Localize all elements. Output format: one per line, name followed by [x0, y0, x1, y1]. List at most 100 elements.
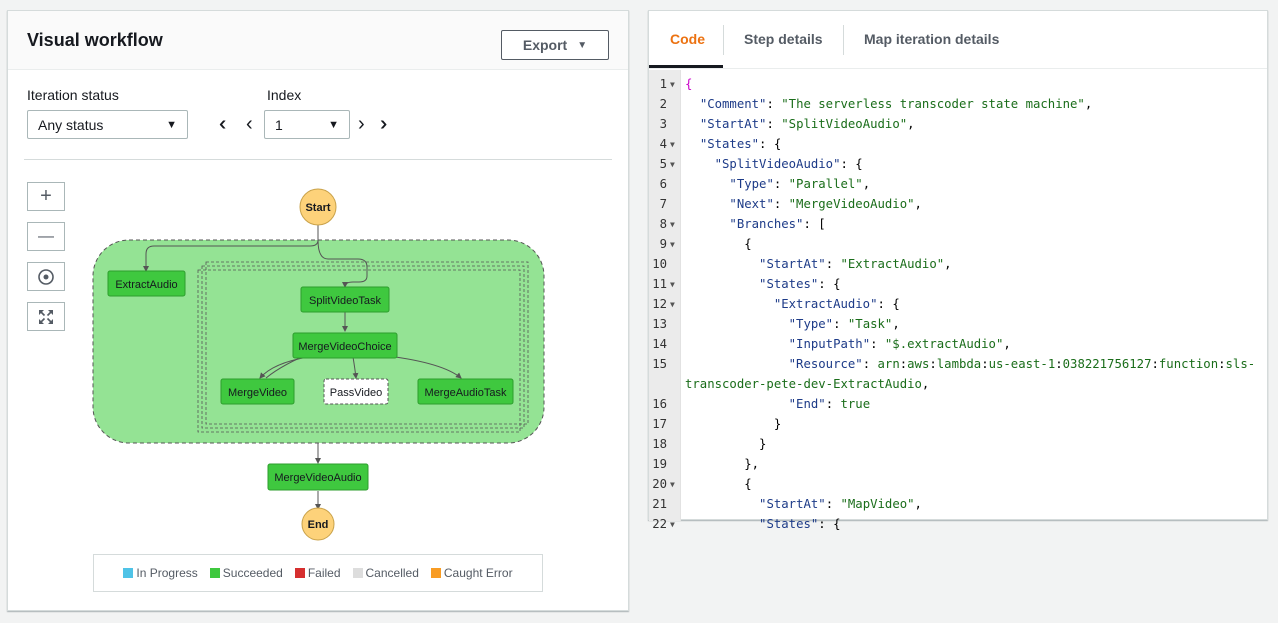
code-line: 6 "Type": "Parallel",	[649, 174, 1269, 194]
next-page-icon[interactable]: ›	[358, 113, 365, 135]
code-text: "Resource": arn:aws:lambda:us-east-1:038…	[788, 357, 1256, 371]
visual-workflow-panel: Visual workflow Export ▼ Iteration statu…	[7, 10, 629, 611]
export-button[interactable]: Export ▼	[501, 30, 609, 60]
plus-icon: +	[40, 185, 52, 207]
code-line: 9▼ {	[649, 234, 1269, 254]
code-line: 12▼ "ExtractAudio": {	[649, 294, 1269, 314]
fold-toggle-icon[interactable]: ▼	[670, 80, 675, 89]
code-text: }	[759, 437, 767, 451]
code-text: "StartAt": "MapVideo",	[759, 497, 922, 511]
code-text: {	[744, 477, 752, 491]
code-text: "StartAt": "ExtractAudio",	[759, 257, 952, 271]
code-line: 2 "Comment": "The serverless transcoder …	[649, 94, 1269, 114]
code-text: "Next": "MergeVideoAudio",	[729, 197, 922, 211]
expand-icon	[39, 309, 53, 324]
legend-swatch	[209, 568, 220, 578]
line-number: 4	[659, 137, 667, 151]
legend-swatch	[352, 568, 363, 578]
line-number: 9	[659, 237, 667, 251]
legend-item: Succeeded	[209, 566, 283, 580]
line-number: 6	[659, 177, 667, 191]
fold-toggle-icon[interactable]: ▼	[670, 280, 675, 289]
iteration-status-select[interactable]: Any status ▼	[27, 110, 188, 139]
end-node: End	[301, 507, 335, 541]
legend-item: Cancelled	[352, 566, 419, 580]
legend-swatch	[123, 568, 134, 578]
code-text: transcoder-pete-dev-ExtractAudio,	[685, 377, 930, 391]
index-select[interactable]: 1 ▼	[264, 110, 350, 139]
caret-down-icon: ▼	[577, 39, 588, 51]
zoom-out-button[interactable]: —	[27, 222, 65, 251]
svg-text:PassVideo: PassVideo	[330, 387, 382, 399]
code-text: }	[773, 417, 782, 431]
state-pass-video: PassVideo	[323, 378, 389, 405]
line-number: 5	[659, 157, 667, 171]
line-number: 8	[659, 217, 667, 231]
panel-title: Visual workflow	[27, 30, 163, 50]
caret-down-icon: ▼	[328, 118, 339, 131]
svg-text:ExtractAudio: ExtractAudio	[115, 279, 177, 291]
fit-view-button[interactable]	[27, 302, 65, 331]
code-text: },	[744, 457, 760, 471]
code-content: 1▼{2 "Comment": "The serverless transcod…	[649, 74, 1269, 534]
svg-text:MergeAudioTask: MergeAudioTask	[425, 387, 507, 399]
fold-toggle-icon[interactable]: ▼	[670, 240, 675, 249]
fold-toggle-icon[interactable]: ▼	[670, 300, 675, 309]
legend-label: Cancelled	[365, 566, 419, 580]
line-number: 20	[652, 477, 667, 491]
line-number: 14	[652, 337, 667, 351]
code-line: 15 "Resource": arn:aws:lambda:us-east-1:…	[649, 354, 1269, 374]
line-number: 15	[652, 357, 667, 371]
line-number-gutter	[649, 70, 681, 521]
state-merge-audio-task: MergeAudioTask	[417, 378, 514, 405]
map-iteration-stack	[205, 261, 529, 425]
code-text: "SplitVideoAudio": {	[714, 157, 863, 171]
legend-swatch	[430, 568, 441, 578]
code-line: 22▼ "States": {	[649, 514, 1269, 534]
state-split-video-task: SplitVideoTask	[300, 286, 390, 313]
tab-step-details[interactable]: Step details	[744, 31, 823, 47]
previous-page-icon[interactable]: ‹	[246, 113, 253, 135]
code-editor[interactable]: 1▼{2 "Comment": "The serverless transcod…	[649, 70, 1269, 531]
iteration-status-value: Any status	[38, 116, 104, 133]
center-button[interactable]	[27, 262, 65, 291]
tab-bar: Code Step details Map iteration details	[649, 11, 1267, 69]
svg-text:SplitVideoTask: SplitVideoTask	[309, 295, 381, 307]
fold-toggle-icon[interactable]: ▼	[670, 140, 675, 149]
fold-toggle-icon[interactable]: ▼	[670, 520, 675, 529]
code-line: 1▼{	[649, 74, 1269, 94]
code-text: "States": {	[759, 517, 841, 531]
code-text: "End": true	[788, 397, 871, 411]
export-label: Export	[522, 37, 568, 53]
code-line: 19 },	[649, 454, 1269, 474]
code-line: 10 "StartAt": "ExtractAudio",	[649, 254, 1269, 274]
code-text: "InputPath": "$.extractAudio",	[788, 337, 1011, 351]
state-merge-video-audio: MergeVideoAudio	[267, 463, 369, 491]
fold-toggle-icon[interactable]: ▼	[670, 220, 675, 229]
line-number: 11	[652, 277, 667, 291]
code-text: "StartAt": "SplitVideoAudio",	[699, 117, 915, 131]
tab-map-iteration-details[interactable]: Map iteration details	[864, 31, 1000, 47]
state-extract-audio: ExtractAudio	[107, 270, 186, 297]
caret-down-icon: ▼	[166, 118, 177, 131]
zoom-in-button[interactable]: +	[27, 182, 65, 211]
code-text: "ExtractAudio": {	[773, 297, 900, 311]
legend-label: Failed	[307, 566, 341, 580]
line-number: 21	[652, 497, 667, 511]
line-number: 7	[659, 197, 667, 211]
state-merge-video-choice: MergeVideoChoice	[292, 332, 398, 359]
code-text: {	[744, 237, 752, 251]
code-line: 21 "StartAt": "MapVideo",	[649, 494, 1269, 514]
code-line: 4▼ "States": {	[649, 134, 1269, 154]
svg-text:MergeVideoAudio: MergeVideoAudio	[274, 472, 361, 484]
fold-toggle-icon[interactable]: ▼	[670, 160, 675, 169]
line-number: 10	[652, 257, 667, 271]
workflow-graph: Start ExtractAudio SplitVideoTask MergeV…	[92, 188, 545, 541]
fold-toggle-icon[interactable]: ▼	[670, 480, 675, 489]
svg-text:End: End	[308, 519, 329, 531]
code-line: 13 "Type": "Task",	[649, 314, 1269, 334]
panel-header: Visual workflow Export ▼	[8, 11, 628, 70]
line-number: 2	[659, 97, 667, 111]
tab-code[interactable]: Code	[670, 31, 705, 47]
svg-text:MergeVideo: MergeVideo	[228, 387, 287, 399]
